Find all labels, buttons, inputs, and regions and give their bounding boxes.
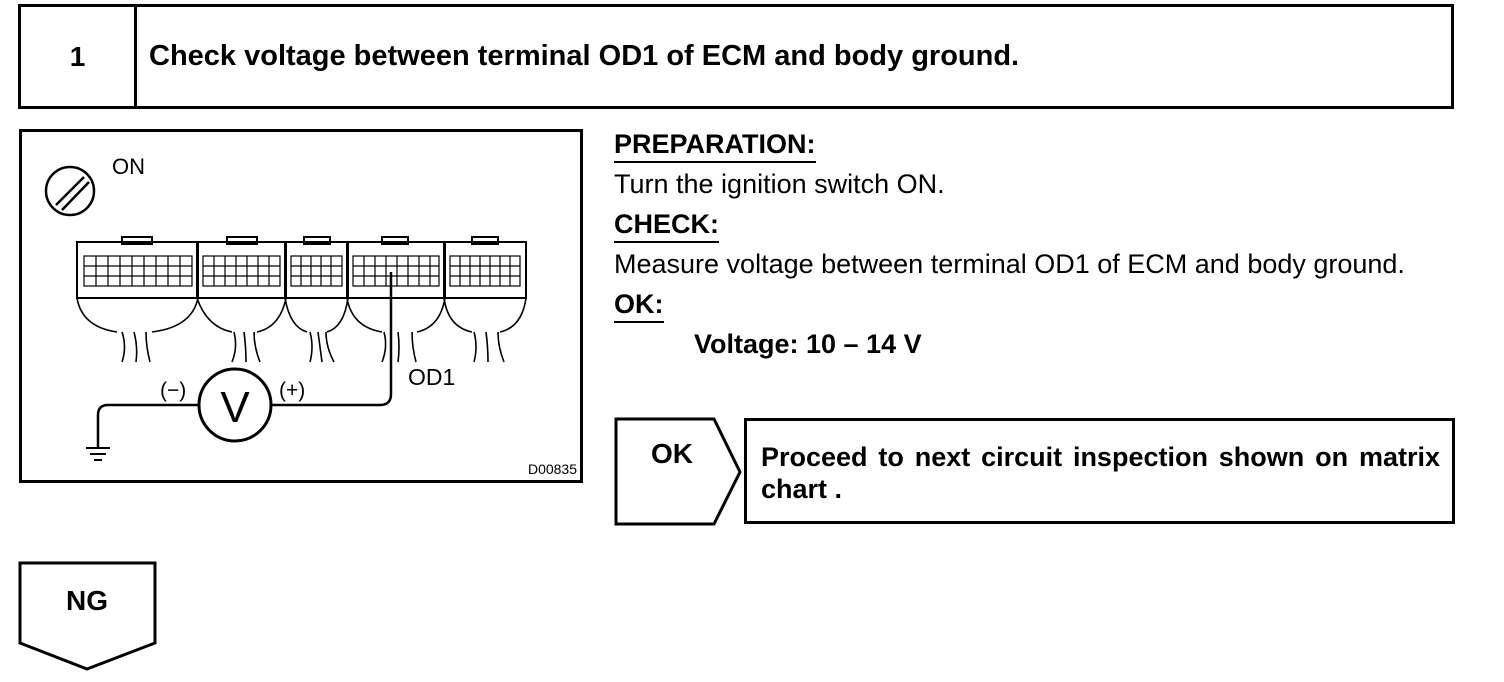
positive-probe-label: (+) bbox=[279, 379, 305, 402]
ignition-on-label: ON bbox=[112, 154, 145, 179]
ng-arrow-icon bbox=[18, 561, 157, 671]
preparation-heading: PREPARATION: bbox=[614, 127, 816, 163]
ng-result-label: NG bbox=[66, 585, 108, 616]
check-text: Measure voltage between terminal OD1 of … bbox=[614, 249, 1405, 279]
ignition-switch-icon bbox=[44, 165, 96, 217]
step-number: 1 bbox=[21, 7, 137, 106]
step-header: 1 Check voltage between terminal OD1 of … bbox=[18, 4, 1454, 109]
ground-icon bbox=[86, 447, 110, 461]
test-lead-wiring bbox=[96, 272, 393, 448]
ok-heading: OK: bbox=[614, 287, 664, 323]
negative-probe-label: (−) bbox=[160, 379, 186, 402]
ok-arrow-icon bbox=[614, 417, 742, 526]
step-title: Check voltage between terminal OD1 of EC… bbox=[149, 40, 1020, 72]
voltage-spec: Voltage: 10 – 14 V bbox=[694, 329, 922, 359]
ecm-connector-diagram: ON bbox=[44, 154, 577, 477]
procedure-section: PREPARATION: Turn the ignition switch ON… bbox=[614, 124, 1457, 364]
voltmeter-icon: V bbox=[197, 367, 273, 443]
ok-result-label: OK bbox=[651, 438, 693, 469]
figure-code: D00835 bbox=[528, 461, 577, 477]
preparation-text: Turn the ignition switch ON. bbox=[614, 169, 945, 199]
ok-result-action: Proceed to next circuit inspection shown… bbox=[744, 418, 1455, 524]
wiring-illustration: ON bbox=[19, 129, 583, 483]
voltmeter-symbol: V bbox=[220, 383, 250, 432]
check-heading: CHECK: bbox=[614, 207, 719, 243]
wire-harness-icon bbox=[76, 297, 527, 363]
ecm-connector-icon bbox=[76, 236, 527, 299]
terminal-od1-label: OD1 bbox=[408, 364, 455, 390]
